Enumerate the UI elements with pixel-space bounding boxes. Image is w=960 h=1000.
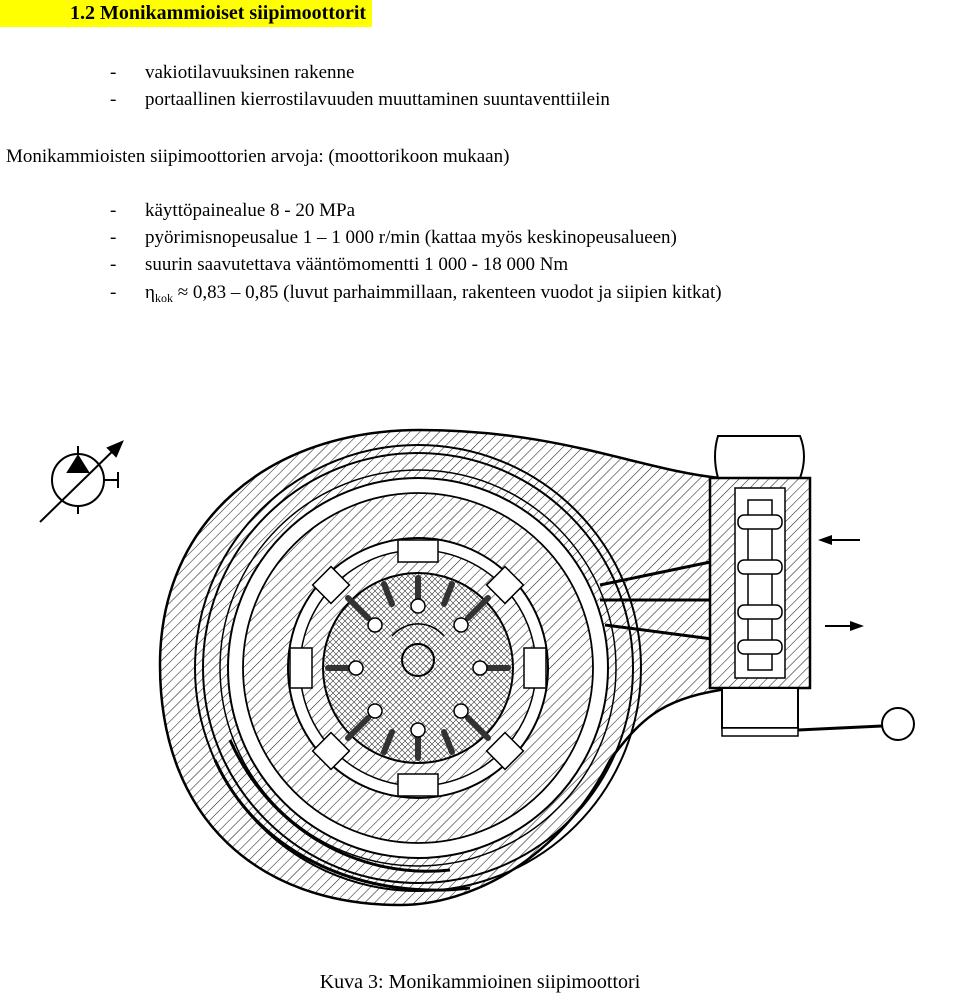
bullet-dash: -: [110, 62, 117, 83]
bullet-dash: -: [110, 254, 117, 275]
value-text: käyttöpainealue 8 - 20 MPa: [145, 200, 356, 221]
intro-text: Monikammioisten siipimoottorien arvoja: …: [6, 146, 510, 167]
value-text: suurin saavutettava vääntömomentti 1 000…: [145, 254, 569, 275]
bullet-dash: -: [110, 282, 117, 303]
bullet-dash: -: [110, 227, 117, 248]
flow-in-arrow-icon: [818, 535, 860, 545]
bullet-dash: -: [110, 200, 117, 221]
efficiency-values: ≈ 0,83 – 0,85 (luvut parhaimmillaan, rak…: [172, 282, 722, 303]
figure-caption: Kuva 3: Monikammioinen siipimoottori: [319, 971, 641, 993]
control-valve: [708, 435, 915, 741]
flow-out-arrow-icon: [825, 621, 864, 631]
eta-subscript: kok: [154, 291, 173, 305]
bullet-dash: -: [110, 89, 117, 110]
efficiency-text: ηkok ≈ 0,83 – 0,85 (luvut parhaimmillaan…: [145, 282, 722, 309]
motor-symbol-icon: [39, 440, 124, 523]
rotor: [322, 572, 514, 764]
vane-motor-diagram: [39, 428, 915, 907]
eta-symbol: η: [145, 282, 155, 303]
section-heading: 1.2 Monikammioiset siipimoottorit: [0, 0, 373, 27]
feature-text: portaallinen kierrostilavuuden muuttamin…: [145, 89, 610, 110]
value-text: pyörimisnopeusalue 1 – 1 000 r/min (katt…: [145, 227, 677, 248]
feature-text: vakiotilavuuksinen rakenne: [145, 62, 355, 83]
